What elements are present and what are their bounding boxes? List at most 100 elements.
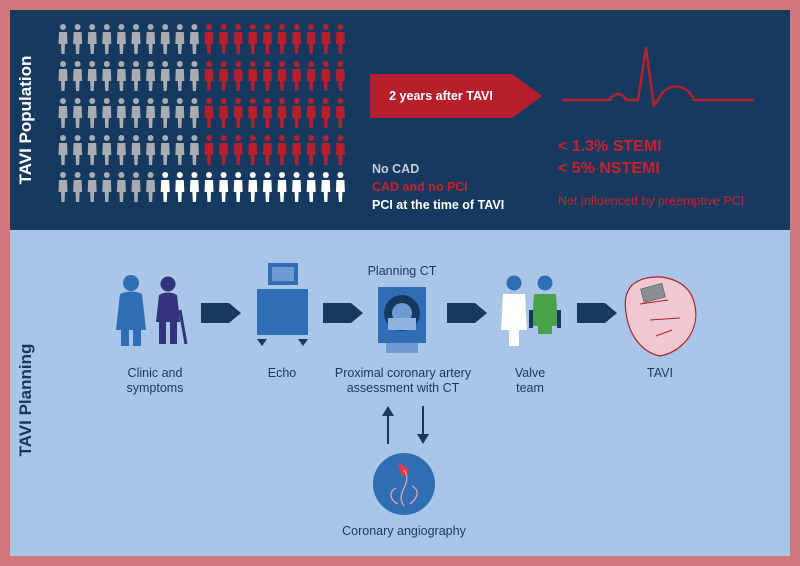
heart-icon <box>624 276 697 357</box>
person-icon <box>160 135 170 165</box>
person-icon <box>248 24 258 54</box>
person-icon <box>248 61 258 91</box>
stemi-stat: < 1.3% STEMI <box>558 138 662 155</box>
person-icon <box>146 61 156 91</box>
person-icon <box>116 98 126 128</box>
person-icon <box>146 172 156 202</box>
person-icon <box>292 172 302 202</box>
person-icon <box>321 135 331 165</box>
person-icon <box>102 61 112 91</box>
person-icon <box>204 172 214 202</box>
person-icon <box>219 98 229 128</box>
person-icon <box>248 98 258 128</box>
person-icon <box>233 61 243 91</box>
person-icon <box>175 24 185 54</box>
step-echo-label: Echo <box>267 366 297 380</box>
person-icon <box>87 24 97 54</box>
person-icon <box>131 98 141 128</box>
person-icon <box>58 61 68 91</box>
person-icon <box>248 172 258 202</box>
person-icon <box>204 24 214 54</box>
step-tavi-label: TAVI <box>647 366 673 380</box>
person-icon <box>306 61 316 91</box>
person-icon <box>102 172 112 202</box>
flow-arrow-2 <box>323 303 363 323</box>
person-icon <box>160 24 170 54</box>
person-icon <box>204 135 214 165</box>
person-icon <box>160 172 170 202</box>
person-icon <box>189 135 199 165</box>
step-valve-team-text: Valve team <box>514 366 546 395</box>
person-icon <box>131 172 141 202</box>
person-icon <box>131 24 141 54</box>
person-icon <box>102 135 112 165</box>
person-icon <box>335 172 345 202</box>
person-icon <box>292 135 302 165</box>
person-icon <box>189 61 199 91</box>
person-icon <box>87 61 97 91</box>
person-icon <box>335 61 345 91</box>
person-icon <box>233 24 243 54</box>
person-icon <box>73 135 83 165</box>
person-icon <box>73 61 83 91</box>
person-icon <box>277 61 287 91</box>
person-icon <box>335 135 345 165</box>
flow-arrow-1 <box>201 303 241 323</box>
followup-arrow <box>370 74 542 118</box>
person-icon <box>262 172 272 202</box>
person-icon <box>146 135 156 165</box>
person-icon <box>146 98 156 128</box>
person-icon <box>58 98 68 128</box>
person-icon <box>321 24 331 54</box>
person-icon <box>160 61 170 91</box>
person-icon <box>219 172 229 202</box>
person-icon <box>262 135 272 165</box>
angiography-icon <box>373 453 435 515</box>
step-clinic-text: Clinic and symptoms <box>126 366 184 395</box>
person-icon <box>87 172 97 202</box>
person-icon <box>116 172 126 202</box>
person-icon <box>87 98 97 128</box>
step-angiography-label: Coronary angiography <box>342 524 466 538</box>
legend-no-cad: No CAD <box>372 162 420 176</box>
person-icon <box>116 61 126 91</box>
step-clinic-label: Clinic and symptoms <box>100 366 210 396</box>
person-icon <box>219 135 229 165</box>
event-stats: < 1.3% STEMI < 5% NSTEMI <box>558 136 662 180</box>
person-icon <box>175 98 185 128</box>
person-icon <box>219 24 229 54</box>
person-icon <box>262 24 272 54</box>
person-icon <box>335 98 345 128</box>
flow-arrow-3 <box>447 303 487 323</box>
person-icon <box>87 135 97 165</box>
person-icon <box>292 98 302 128</box>
person-icon <box>277 24 287 54</box>
person-icon <box>175 172 185 202</box>
person-icon <box>73 98 83 128</box>
echo-machine-icon <box>257 263 308 346</box>
person-icon <box>146 24 156 54</box>
person-icon <box>262 98 272 128</box>
person-icon <box>116 24 126 54</box>
ecg-trace-icon <box>562 46 754 108</box>
step-ct-label: Proximal coronary artery assessment with… <box>322 366 484 396</box>
person-icon <box>335 24 345 54</box>
person-icon <box>277 172 287 202</box>
person-icon <box>262 61 272 91</box>
step-ct-text: Proximal coronary artery assessment with… <box>334 366 472 395</box>
person-icon <box>306 98 316 128</box>
tavi-population-panel <box>10 10 790 230</box>
person-icon <box>321 98 331 128</box>
person-icon <box>160 98 170 128</box>
person-icon <box>102 24 112 54</box>
person-icon <box>58 172 68 202</box>
person-icon <box>306 24 316 54</box>
person-icon <box>73 24 83 54</box>
patients-icon <box>116 275 188 346</box>
population-people-grid <box>58 24 345 202</box>
person-icon <box>306 172 316 202</box>
nstemi-stat: < 5% NSTEMI <box>558 160 660 177</box>
person-icon <box>189 24 199 54</box>
person-icon <box>292 24 302 54</box>
